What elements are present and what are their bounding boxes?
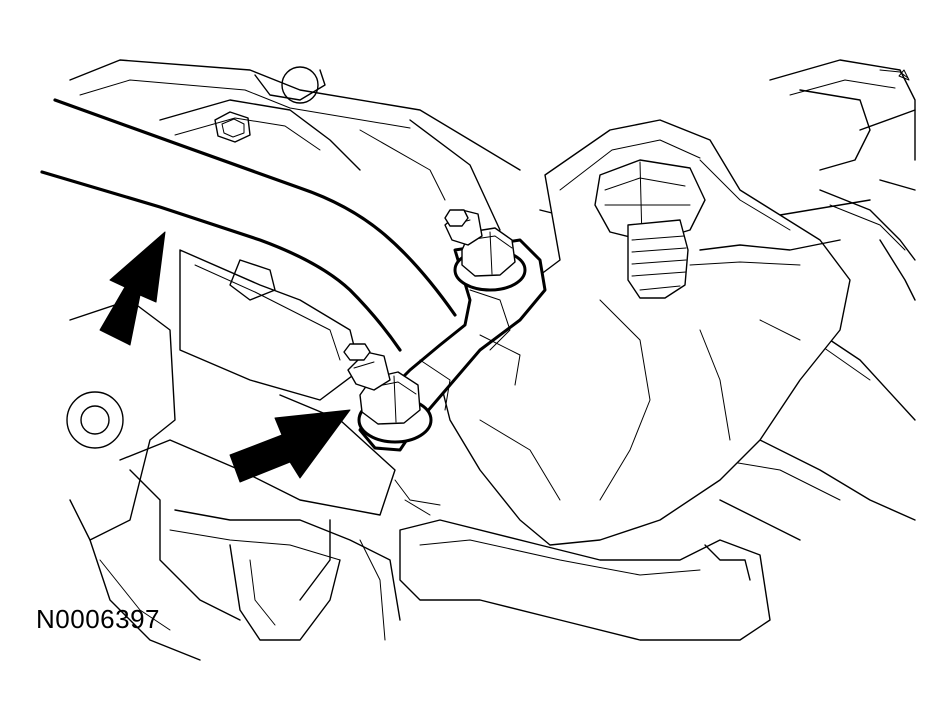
stud-nut-lower — [343, 343, 433, 444]
figure-id-label: N0006397 — [36, 604, 160, 634]
background-structure — [66, 59, 916, 661]
stud-nut-upper — [444, 209, 527, 292]
arrow-right-icon — [229, 409, 351, 483]
mount-bracket — [439, 119, 851, 546]
mounting-flange — [343, 209, 547, 452]
support-rod — [40, 98, 470, 370]
arrow-up-right-icon — [99, 231, 166, 346]
